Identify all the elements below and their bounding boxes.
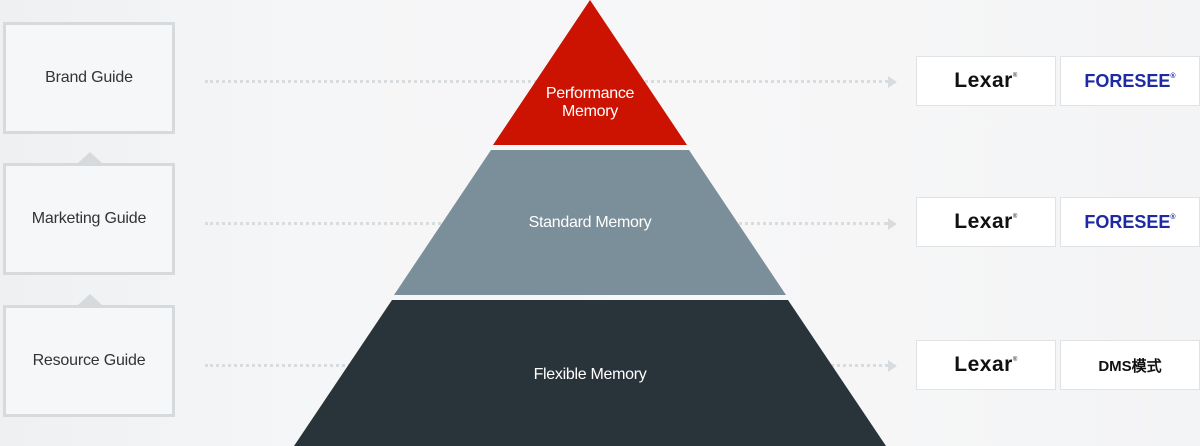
foresee-logo-box[interactable]: FORESEE® [1060, 197, 1200, 247]
tier-standard-label[interactable]: Standard Memory [528, 214, 652, 231]
arrow-right-icon [888, 76, 897, 88]
lexar-logo: Lexar® [954, 69, 1018, 92]
tier-performance-line2: Memory [562, 103, 618, 120]
connector-line-right-1 [620, 80, 888, 83]
tier-performance-line1: Performance [545, 85, 635, 102]
guide-connector-notch [78, 152, 102, 163]
connector-line-left-3 [205, 364, 375, 367]
dms-mode-box[interactable]: DMS模式 [1060, 340, 1200, 390]
guide-label-marketing: Marketing Guide [31, 210, 147, 227]
tier-flexible-shape [294, 300, 886, 446]
arrow-right-icon [888, 218, 897, 230]
connector-line-left-2 [205, 222, 465, 225]
guide-connector-notch [78, 294, 102, 305]
lexar-logo-box[interactable]: Lexar® [916, 197, 1056, 247]
lexar-logo-box[interactable]: Lexar® [916, 56, 1056, 106]
foresee-logo: FORESEE® [1084, 211, 1176, 232]
foresee-logo: FORESEE® [1084, 70, 1176, 91]
tier-performance-shape [493, 0, 687, 145]
connector-line-right-3 [800, 364, 888, 367]
lexar-logo: Lexar® [954, 353, 1018, 376]
tier-performance-label[interactable]: Performance Memory [520, 85, 660, 121]
lexar-logo: Lexar® [954, 210, 1018, 233]
guide-label-brand: Brand Guide [45, 69, 133, 86]
guide-box-resource[interactable]: Resource Guide [3, 305, 175, 417]
guide-box-marketing[interactable]: Marketing Guide [3, 163, 175, 275]
lexar-logo-box[interactable]: Lexar® [916, 340, 1056, 390]
tier-standard-shape [394, 150, 786, 295]
connector-line-right-2 [720, 222, 888, 225]
foresee-logo-box[interactable]: FORESEE® [1060, 56, 1200, 106]
tier-flexible-label[interactable]: Flexible Memory [533, 366, 647, 383]
arrow-right-icon [888, 360, 897, 372]
dms-mode-label: DMS模式 [1098, 357, 1162, 375]
connector-line-left-1 [205, 80, 585, 83]
guide-label-resource: Resource Guide [32, 352, 146, 369]
guide-box-brand[interactable]: Brand Guide [3, 22, 175, 134]
